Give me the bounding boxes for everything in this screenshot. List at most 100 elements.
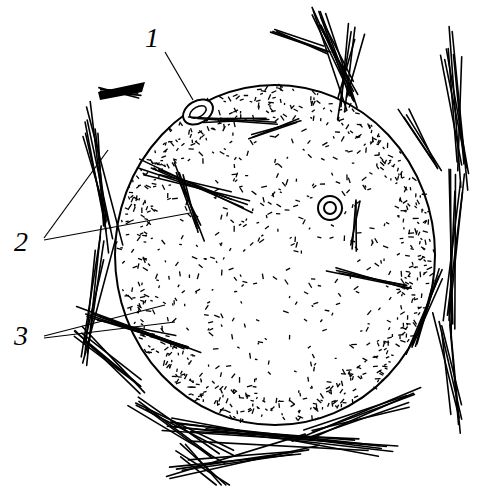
texture-dash (423, 220, 427, 222)
spicule (176, 172, 196, 228)
texture-dash (326, 390, 331, 392)
texture-dash (266, 111, 269, 113)
texture-dash (379, 373, 383, 375)
spicule (326, 13, 357, 107)
texture-dash (210, 257, 215, 259)
texture-dash (328, 403, 330, 407)
spicule (75, 331, 140, 394)
texture-dash (413, 322, 416, 326)
texture-dash (221, 324, 223, 326)
texture-dash (401, 242, 404, 244)
texture-dash (340, 399, 344, 403)
texture-dash (204, 258, 207, 259)
texture-dash (341, 381, 342, 386)
texture-dash (224, 148, 226, 149)
texture-dash (256, 397, 257, 399)
texture-dash (379, 349, 382, 351)
texture-dash (240, 418, 242, 422)
texture-dash (196, 398, 199, 400)
texture-dash (419, 241, 421, 244)
texture-dash (263, 197, 264, 202)
texture-dash (411, 294, 415, 295)
texture-dash (397, 317, 398, 319)
texture-dash (354, 286, 359, 290)
texture-dash (195, 291, 196, 294)
texture-dash (386, 222, 389, 224)
texture-dash (340, 389, 343, 393)
texture-dash (313, 101, 316, 106)
texture-dash (417, 222, 419, 224)
texture-dash (200, 394, 201, 397)
texture-dash (406, 271, 410, 273)
texture-dash (369, 227, 374, 229)
texture-dash (258, 343, 259, 345)
texture-dash (140, 296, 145, 297)
texture-dash (180, 219, 183, 221)
texture-dash (389, 297, 391, 300)
texture-dash (329, 103, 333, 105)
texture-dash (148, 345, 150, 347)
texture-dash (265, 86, 268, 91)
texture-dash (242, 281, 247, 282)
texture-dash (421, 209, 423, 213)
texture-dash (403, 323, 405, 327)
texture-dash (422, 209, 423, 211)
texture-dash (316, 404, 317, 409)
texture-dash (168, 352, 171, 355)
texture-dash (128, 186, 129, 188)
texture-dash (116, 241, 118, 244)
texture-dash (138, 258, 142, 260)
texture-dash (247, 396, 248, 399)
texture-dash (253, 386, 257, 388)
texture-dash (208, 328, 209, 330)
texture-dash (398, 160, 401, 162)
texture-dash (163, 360, 164, 366)
texture-dash (130, 220, 134, 222)
texture-dash (283, 311, 289, 313)
texture-dash (144, 241, 147, 243)
texture-dash (299, 106, 303, 108)
texture-dash (150, 159, 152, 162)
spicule (203, 120, 269, 123)
texture-dash (239, 186, 243, 188)
spicule (449, 174, 464, 320)
texture-dash (313, 403, 317, 405)
texture-dash (209, 332, 213, 336)
texture-dash (226, 155, 229, 157)
texture-dash (280, 86, 282, 91)
texture-dash (138, 184, 141, 186)
texture-dash (363, 373, 367, 374)
texture-dash (321, 400, 323, 402)
texture-dash (257, 222, 260, 224)
texture-dash (166, 353, 167, 357)
texture-dash (380, 157, 383, 160)
texture-dash (318, 285, 321, 287)
texture-dash (284, 103, 285, 105)
texture-dash (293, 115, 296, 119)
texture-dash (199, 373, 202, 377)
texture-dash (226, 365, 231, 367)
texture-dash (292, 89, 293, 91)
texture-dash (317, 101, 321, 104)
texture-dash (181, 371, 183, 374)
texture-dash (243, 224, 247, 226)
texture-dash (267, 212, 272, 214)
texture-dash (428, 219, 430, 225)
texture-dash (375, 378, 381, 380)
texture-dash (338, 293, 341, 297)
texture-dash (332, 401, 335, 402)
texture-dash (291, 404, 295, 406)
texture-dash (275, 118, 279, 121)
texture-dash (117, 248, 122, 250)
texture-dash (265, 338, 267, 339)
texture-dash (310, 408, 312, 410)
spicule (341, 24, 348, 107)
texture-dash (373, 387, 377, 390)
texture-dash (313, 97, 314, 100)
texture-dash (311, 415, 313, 419)
texture-dash (232, 174, 238, 176)
texture-dash (172, 347, 173, 349)
texture-dash (295, 200, 300, 201)
texture-dash (377, 370, 382, 373)
texture-dash (167, 164, 169, 169)
